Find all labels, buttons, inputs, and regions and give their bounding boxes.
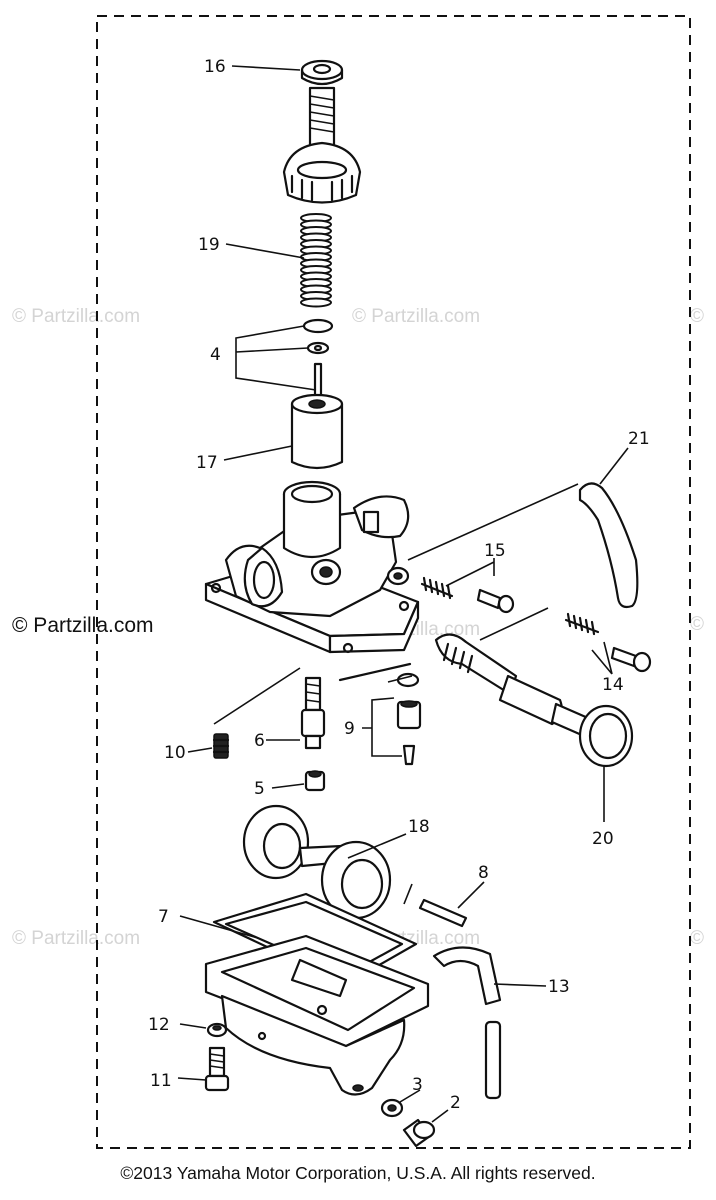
watermark-text: © [690,928,704,949]
label-21: 21 [628,429,650,449]
label-12: 12 [148,1015,170,1035]
label-11: 11 [150,1071,172,1091]
label-7: 7 [158,907,169,927]
part-13-drain-hose [432,946,502,1100]
label-18: 18 [408,817,430,837]
part-6-needle-jet [300,676,326,750]
part-8-float-pin [418,898,468,928]
part-18-float [242,804,392,920]
part-17-throttle-valve [290,393,344,470]
carburetor-body [204,480,420,682]
copyright-footer: ©2013 Yamaha Motor Corporation, U.S.A. A… [120,1163,596,1183]
part-16-nut [300,59,344,86]
part-12-washer [206,1022,228,1038]
part-20-starter-plunger [434,633,634,768]
part-labels: 16 19 4 17 21 15 14 20 10 6 5 9 18 8 7 1… [148,57,650,1113]
part-3-washer [380,1098,404,1118]
label-6: 6 [254,731,265,751]
watermark-text: © [690,614,704,635]
label-5: 5 [254,779,265,799]
part-11-screw [204,1046,230,1092]
watermark-text: © Partzilla.com [12,306,140,327]
label-9: 9 [344,719,355,739]
label-2: 2 [450,1093,461,1113]
label-4: 4 [210,345,221,365]
float-chamber [204,934,430,1096]
leader-lines [177,65,629,1123]
part-19-throttle-spring [300,213,332,308]
label-13: 13 [548,977,570,997]
part-14-screw-spring [564,612,652,673]
watermark-highlight: © Partzilla.com [12,614,154,637]
label-8: 8 [478,863,489,883]
part-10-plug-screw [212,733,230,759]
part-15-screw-spring [420,576,515,614]
spring-coil [300,297,332,308]
label-20: 20 [592,829,614,849]
label-19: 19 [198,235,220,255]
label-17: 17 [196,453,218,473]
part-4-jet-needle-set [302,318,334,408]
part-9-needle-valve [396,672,422,766]
label-16: 16 [204,57,226,77]
watermark-text: © [690,306,704,327]
label-3: 3 [412,1075,423,1095]
watermark-text: © Partzilla.com [352,306,480,327]
label-15: 15 [484,541,506,561]
diagram-frame [96,15,691,1149]
label-10: 10 [164,743,186,763]
part-21-hose [578,482,639,609]
watermark-text: © Partzilla.com [12,928,140,949]
part-5-main-jet [304,770,326,792]
mixing-chamber-top [282,86,362,204]
label-14: 14 [602,675,624,695]
part-2-drain-screw [402,1118,436,1148]
